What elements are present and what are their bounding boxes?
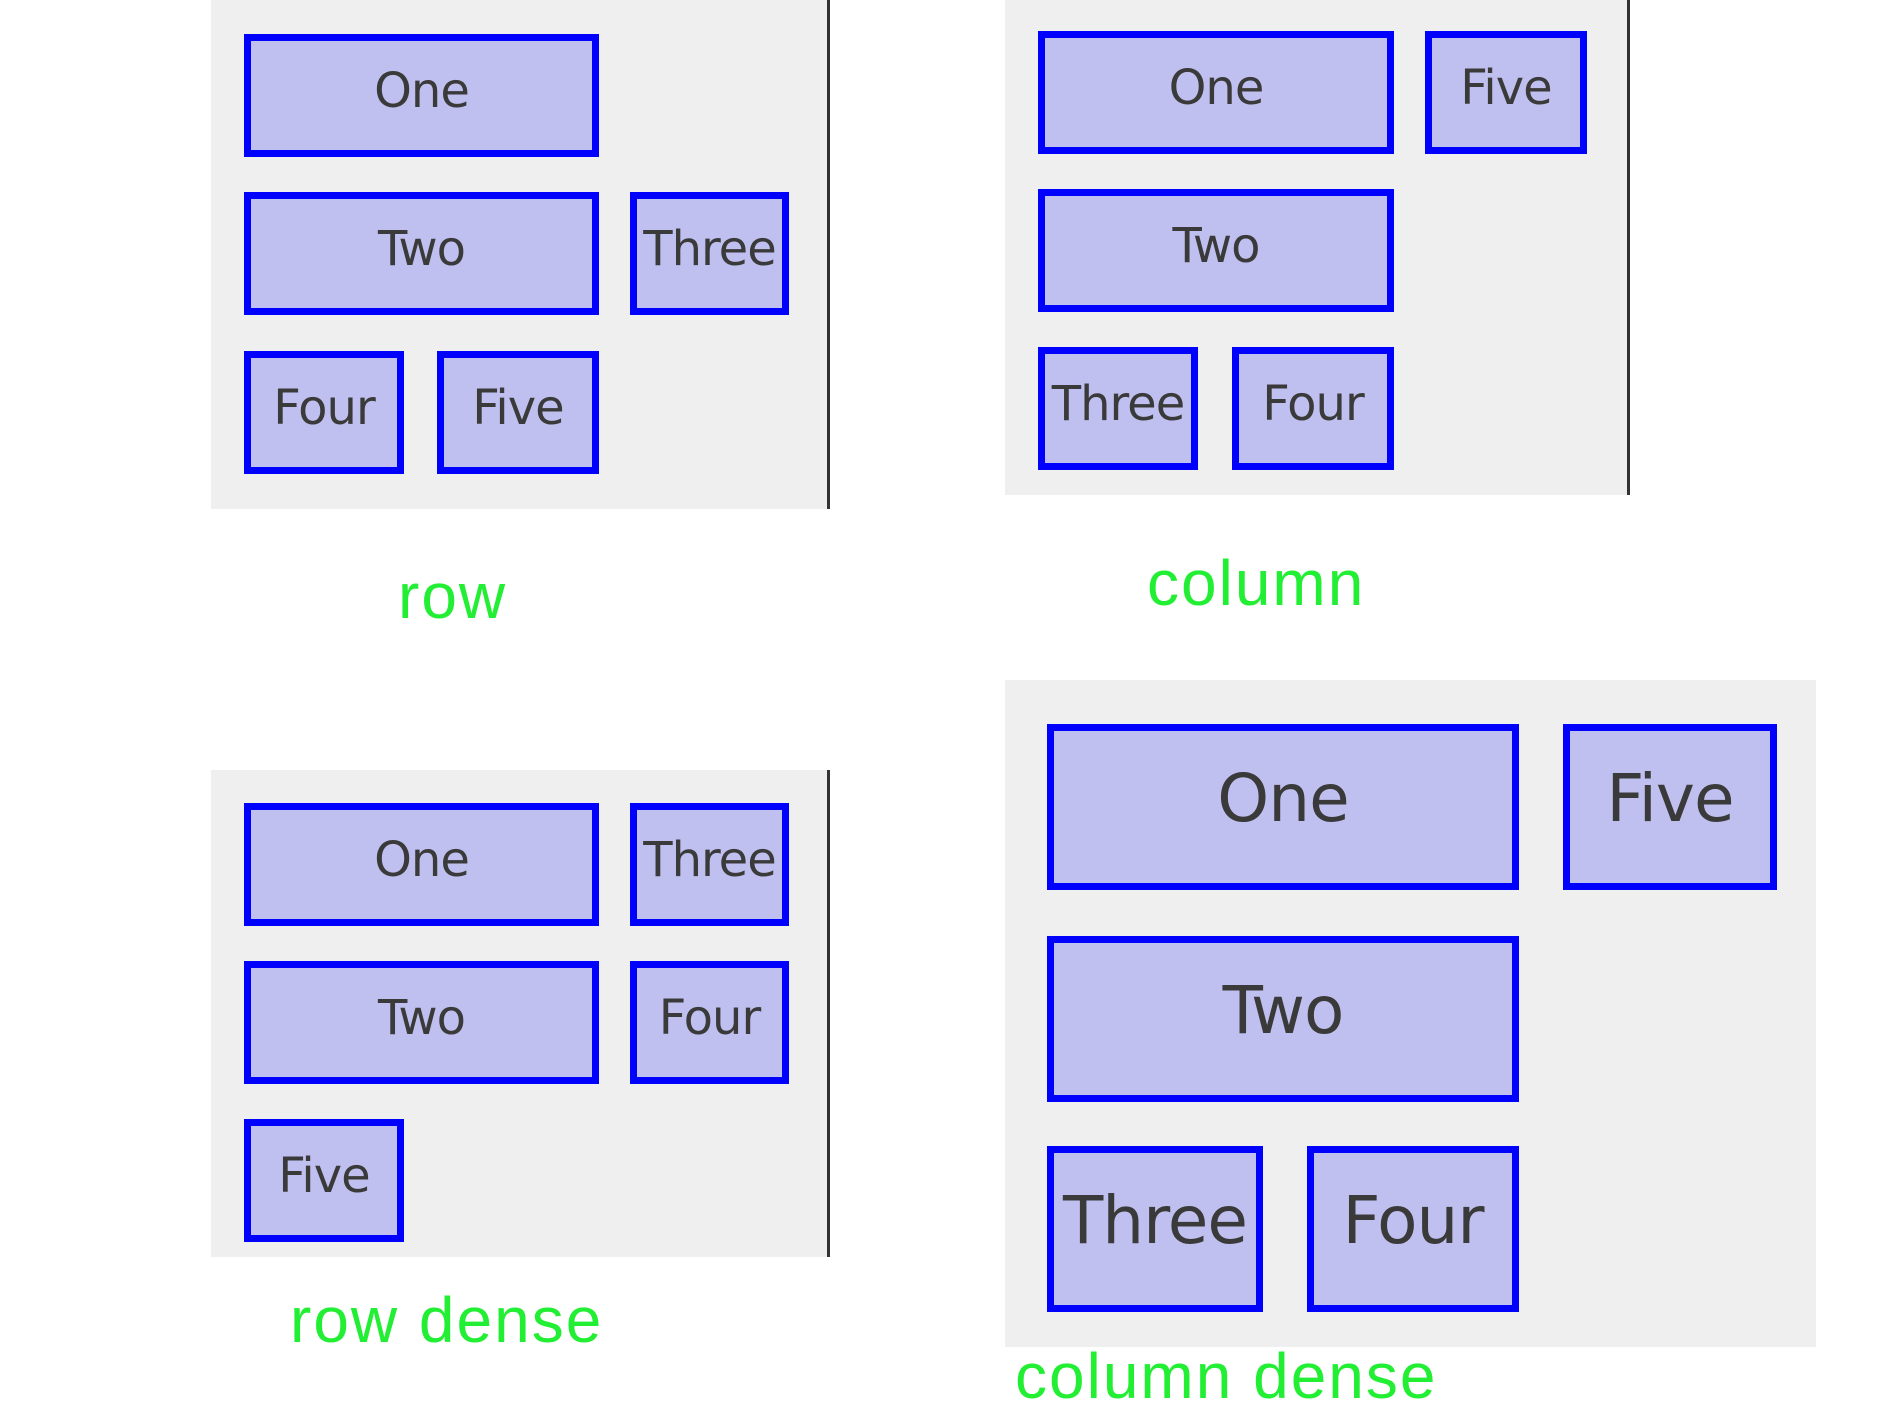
caption-row-dense: row dense [290,1284,604,1356]
grid-item-five: Five [1425,31,1587,154]
grid-item-two: Two [244,192,599,315]
grid-panel-column: One Five Two Three Four [1005,0,1630,495]
grid-item-two: Two [244,961,599,1084]
grid-item-two: Two [1038,189,1394,312]
grid-item-two: Two [1047,936,1519,1102]
grid-item-three: Three [630,803,789,926]
grid-item-four: Four [630,961,789,1084]
grid-item-three: Three [1038,347,1198,470]
grid-item-five: Five [437,351,599,474]
grid-panel-column-dense: One Five Two Three Four [1005,680,1816,1347]
caption-row: row [398,560,508,632]
grid-panel-row-dense: One Three Two Four Five [211,770,830,1257]
grid-item-three: Three [630,192,789,315]
caption-column: column [1147,547,1366,619]
grid-item-one: One [1038,31,1394,154]
grid-item-three: Three [1047,1146,1263,1312]
caption-column-dense: column dense [1015,1340,1438,1412]
grid-item-one: One [244,34,599,157]
grid-item-five: Five [244,1119,404,1242]
grid-item-four: Four [1307,1146,1519,1312]
grid-panel-row: One Two Three Four Five [211,0,830,509]
grid-item-four: Four [1232,347,1394,470]
grid-item-four: Four [244,351,404,474]
grid-item-one: One [244,803,599,926]
grid-item-one: One [1047,724,1519,890]
grid-item-five: Five [1563,724,1777,890]
